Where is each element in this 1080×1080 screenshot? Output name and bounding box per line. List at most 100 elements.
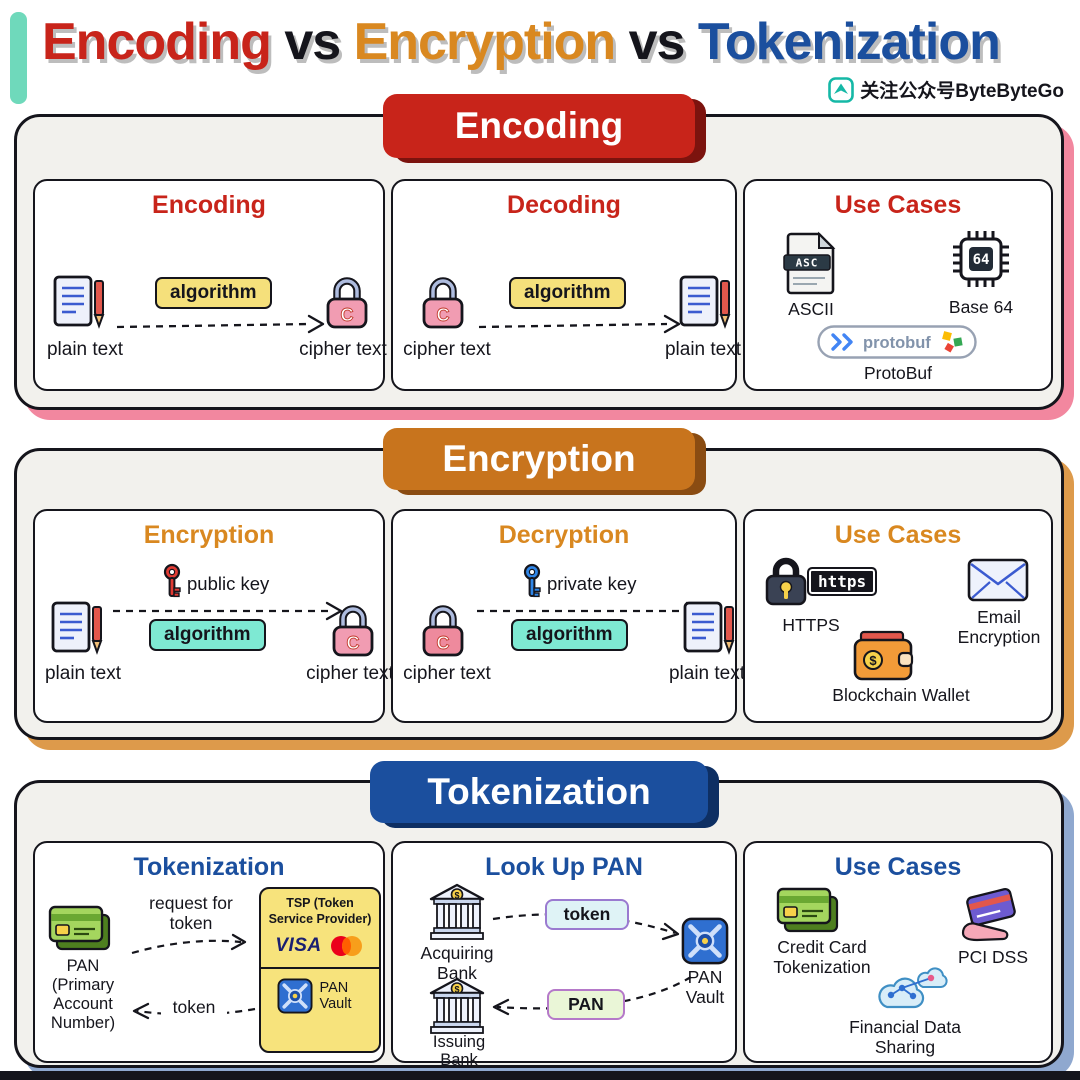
decryption-flow-panel: Decryption C private key algorithm <box>391 509 745 723</box>
encryption-flow-panel: Encryption publi <box>33 509 394 723</box>
pan-vault-label: PAN Vault <box>685 967 725 1008</box>
panel-title: Encoding <box>152 191 266 219</box>
cloud-network-icon <box>867 961 951 1017</box>
title-tokenization: Tokenization <box>697 13 1001 71</box>
panel-title: Use Cases <box>834 191 962 219</box>
protobuf-logo-icon: protobuf <box>817 325 977 359</box>
email-envelope-icon <box>967 557 1029 603</box>
tsp-vault-label: PAN Vault <box>319 980 352 1013</box>
panel-title: Look Up PAN <box>485 853 643 881</box>
document-pencil-icon <box>681 599 737 659</box>
https-padlock-icon <box>763 555 809 609</box>
plain-text-label: plain text <box>46 339 124 360</box>
tsp-logos: VISA <box>261 934 379 958</box>
document-pencil-icon <box>51 273 107 333</box>
tokenization-section: Tokenization Tokenization PAN (Primary A… <box>14 761 1064 1069</box>
panel-title: Encryption <box>143 521 275 549</box>
svg-text:$: $ <box>454 891 459 901</box>
https-label: HTTPS <box>782 615 840 635</box>
tsp-title: TSP (Token Service Provider) <box>268 896 372 926</box>
panel-title: Use Cases <box>834 521 962 549</box>
acquiring-bank-label: Acquiring Bank <box>420 943 494 984</box>
issuing-bank-label: Issuing Bank <box>432 1033 486 1070</box>
ascii-label: ASCII <box>788 299 834 319</box>
svg-text:$: $ <box>454 985 459 995</box>
mastercard-logo-icon <box>330 936 362 957</box>
cipher-lock-icon: C <box>419 273 467 331</box>
https-badge: https <box>807 567 878 596</box>
request-arrow <box>131 933 247 955</box>
pan-card-icon <box>47 903 113 955</box>
credit-card-tokenization-label: Credit Card Tokenization <box>773 937 871 978</box>
panel-title: Use Cases <box>834 853 962 881</box>
base64-chip-icon: 64 <box>949 227 1013 291</box>
dashed-arrow-right <box>113 601 343 621</box>
lookup-pan-panel: Look Up PAN $ Acquiring Bank to <box>391 841 737 1069</box>
token-label: token <box>161 997 227 1018</box>
algorithm-pill: algorithm <box>509 277 626 309</box>
pan-vault-icon <box>277 978 312 1014</box>
svg-text:C: C <box>341 305 354 325</box>
pci-dss-label: PCI DSS <box>957 947 1029 967</box>
public-key-label: public key <box>187 573 270 594</box>
email-encryption-label: Email Encryption <box>957 607 1041 648</box>
public-key-icon <box>161 563 183 601</box>
request-for-token-label: request for token <box>149 893 233 934</box>
page-title: Encoding vs Encryption vs Tokenization <box>42 12 1001 72</box>
svg-text:$: $ <box>869 653 877 668</box>
panel-title: Decryption <box>498 521 630 549</box>
title-vs-2: vs <box>615 13 698 71</box>
encoding-flow-panel: Encoding algorithm C p <box>33 179 387 391</box>
token-pill: token <box>545 899 629 930</box>
title-encryption: Encryption <box>353 13 617 71</box>
issuing-bank-icon: $ <box>429 977 485 1035</box>
pan-pill: PAN <box>547 989 625 1020</box>
private-key-icon <box>521 563 543 601</box>
document-pencil-icon <box>49 599 105 659</box>
tokenization-flow-panel: Tokenization PAN (Primary Account Number… <box>33 841 385 1063</box>
svg-text:C: C <box>437 305 450 325</box>
dashed-arrow-right <box>478 314 681 334</box>
algorithm-pill: algorithm <box>155 277 272 309</box>
cipher-text-label: cipher text <box>403 339 491 360</box>
protobuf-label: ProtoBuf <box>863 363 933 383</box>
pci-dss-icon <box>957 887 1021 945</box>
pan-label: PAN (Primary Account Number) <box>50 957 116 1033</box>
plain-text-label: plain text <box>44 663 122 684</box>
tokenization-section-tab: Tokenization <box>370 761 708 823</box>
encryption-use-cases-panel: Use Cases https HTTPS Email Encryption <box>743 509 1053 723</box>
cipher-lock-icon: C <box>323 273 371 331</box>
accent-bar <box>10 12 27 104</box>
private-key-label: private key <box>547 573 637 594</box>
encoding-section-tab: Encoding <box>383 94 695 158</box>
title-vs-1: vs <box>270 13 354 71</box>
plain-text-label: plain text <box>664 339 742 360</box>
dashed-arrow-right <box>116 314 325 334</box>
pan-return-arrow <box>492 976 692 1016</box>
algorithm-pill: algorithm <box>511 619 628 651</box>
svg-text:ASC: ASC <box>796 257 819 270</box>
tokenization-use-cases-panel: Use Cases Credit Card Tokenization <box>743 841 1053 1063</box>
svg-text:C: C <box>347 633 360 653</box>
tsp-box: TSP (Token Service Provider) VISA PAN Va… <box>259 887 381 1053</box>
panel-title: Decoding <box>507 191 621 219</box>
cipher-text-label: cipher text <box>306 663 394 684</box>
tsp-vault-row: PAN Vault <box>261 969 379 1014</box>
brand-text: 关注公众号ByteByteGo <box>860 81 1064 102</box>
svg-text:C: C <box>437 633 450 653</box>
panel-title: Tokenization <box>133 853 285 881</box>
encryption-section: Encryption Encryption <box>14 428 1064 740</box>
brand: 关注公众号ByteByteGo <box>828 76 1064 103</box>
plain-text-label: plain text <box>668 663 746 684</box>
bottom-border <box>0 1071 1080 1080</box>
pan-vault-icon <box>681 917 729 965</box>
cipher-text-label: cipher text <box>403 663 491 684</box>
svg-text:protobuf: protobuf <box>863 334 931 352</box>
cipher-lock-icon: C <box>419 601 467 659</box>
cipher-lock-icon: C <box>329 601 377 659</box>
credit-card-icon <box>775 885 841 937</box>
ascii-file-icon: ASC <box>781 231 839 295</box>
cipher-text-label: cipher text <box>299 339 387 360</box>
visa-logo: VISA <box>275 935 322 957</box>
encoding-use-cases-panel: Use Cases ASC ASCII <box>743 179 1053 391</box>
